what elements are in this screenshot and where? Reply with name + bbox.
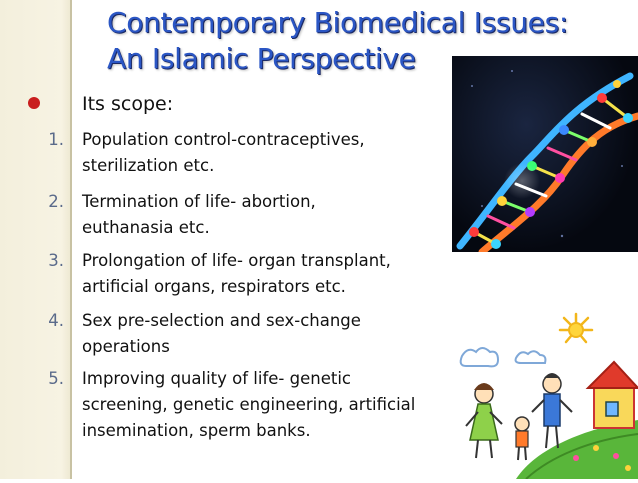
item-text: Sex pre-selection and sex-change operati… <box>82 308 462 360</box>
item-text-line: insemination, sperm banks. <box>82 421 311 440</box>
item-text-line: Sex pre-selection and sex-change <box>82 311 361 330</box>
item-text-line: euthanasia etc. <box>82 218 210 237</box>
item-text: Improving quality of life- genetic scree… <box>82 366 462 444</box>
item-text-line: sterilization etc. <box>82 156 215 175</box>
title-line-1: Contemporary Biomedical Issues: <box>107 6 568 39</box>
item-text: Population control-contraceptives, steri… <box>82 127 462 179</box>
family-house-sun-icon <box>459 312 638 480</box>
item-text: Termination of life- abortion, euthanasi… <box>82 189 462 241</box>
title-line-2: An Islamic Perspective <box>107 42 416 75</box>
item-number: 2. <box>48 192 64 211</box>
left-decorative-band <box>0 0 72 479</box>
item-number: 1. <box>48 130 64 149</box>
bullet-dot-icon <box>28 97 40 109</box>
item-text-line: Population control-contraceptives, <box>82 130 365 149</box>
item-text-line: Termination of life- abortion, <box>82 192 316 211</box>
item-text-line: screening, genetic engineering, artifici… <box>82 395 416 414</box>
item-text-line: operations <box>82 337 170 356</box>
item-text-line: artificial organs, respirators etc. <box>82 277 346 296</box>
slide-title: Contemporary Biomedical Issues: An Islam… <box>107 5 568 77</box>
family-drawing-image <box>456 308 638 480</box>
dna-helix-image <box>452 56 638 252</box>
item-number: 3. <box>48 251 64 270</box>
scope-label: Its scope: <box>82 93 174 115</box>
item-number: 5. <box>48 369 64 388</box>
item-text-line: Improving quality of life- genetic <box>82 369 351 388</box>
item-number: 4. <box>48 311 64 330</box>
dna-helix-icon <box>456 70 638 252</box>
item-text-line: Prolongation of life- organ transplant, <box>82 251 391 270</box>
item-text: Prolongation of life- organ transplant, … <box>82 248 462 300</box>
